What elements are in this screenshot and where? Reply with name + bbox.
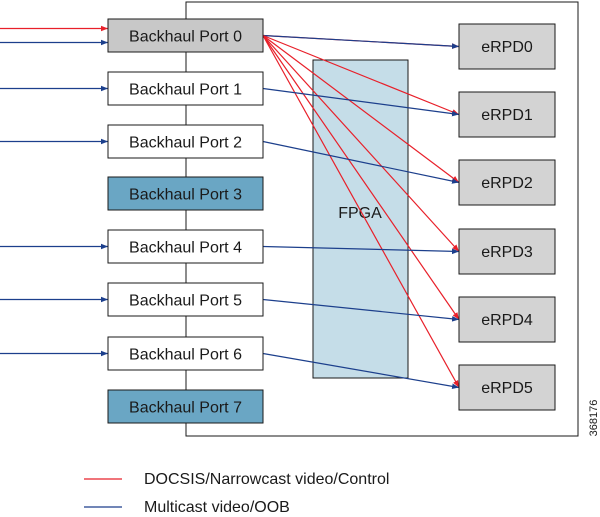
link-blue-port2-erpd2 [262, 140, 460, 184]
figure-id: 368176 [588, 400, 600, 437]
erpd-label: eRPD3 [481, 244, 533, 261]
erpd-1: eRPD1 [458, 91, 556, 138]
link-red-port0-erpd4 [262, 35, 460, 320]
link-red-port0-erpd1 [262, 34, 460, 116]
legend: DOCSIS/Narrowcast video/Control Multicas… [84, 471, 389, 516]
erpd-label: eRPD2 [481, 175, 533, 192]
port-label: Backhaul Port 7 [129, 400, 242, 417]
erpd-label: eRPD5 [481, 380, 533, 397]
backhaul-port-4: Backhaul Port 4 [107, 229, 264, 264]
erpd-label: eRPD4 [481, 312, 533, 329]
erpd-layer: eRPD0 eRPD1 eRPD2 eRPD3 eRPD4 eRPD5 [458, 23, 556, 411]
link-blue-port6-erpd5 [262, 352, 460, 390]
link-blue-port0-erpd0 [262, 34, 460, 49]
port-label: Backhaul Port 6 [129, 347, 242, 364]
link-blue-port4-erpd3 [262, 245, 460, 255]
link-red-port0-erpd3 [262, 35, 460, 252]
legend-label: DOCSIS/Narrowcast video/Control [144, 471, 389, 488]
legend-label: Multicast video/OOB [144, 499, 290, 516]
erpd-3: eRPD3 [458, 228, 556, 275]
inputs-layer [0, 25, 108, 357]
erpd-4: eRPD4 [458, 296, 556, 343]
link-blue-port5-erpd4 [262, 298, 460, 322]
link-red-port0-erpd2 [262, 35, 460, 183]
legend-item-blue: Multicast video/OOB [84, 499, 290, 516]
port-label: Backhaul Port 2 [129, 135, 242, 152]
backhaul-port-1: Backhaul Port 1 [107, 71, 264, 106]
port-label: Backhaul Port 3 [129, 187, 242, 204]
backhaul-port-3: Backhaul Port 3 [107, 176, 264, 211]
legend-item-red: DOCSIS/Narrowcast video/Control [84, 471, 389, 488]
port-label: Backhaul Port 4 [129, 240, 242, 257]
erpd-2: eRPD2 [458, 159, 556, 206]
port-label: Backhaul Port 5 [129, 293, 242, 310]
erpd-0: eRPD0 [458, 23, 556, 70]
ports-layer: Backhaul Port 0 Backhaul Port 1 Backhaul… [107, 18, 264, 424]
link-blue-port1-erpd1 [262, 87, 460, 117]
backhaul-port-0: Backhaul Port 0 [107, 18, 264, 53]
fpga-block: FPGA [312, 59, 409, 379]
erpd-label: eRPD1 [481, 107, 533, 124]
port-label: Backhaul Port 1 [129, 82, 242, 99]
erpd-5: eRPD5 [458, 364, 556, 411]
backhaul-port-2: Backhaul Port 2 [107, 124, 264, 159]
erpd-label: eRPD0 [481, 39, 533, 56]
backhaul-port-5: Backhaul Port 5 [107, 282, 264, 317]
port-label: Backhaul Port 0 [129, 29, 242, 46]
links-layer [185, 34, 460, 390]
backhaul-port-6: Backhaul Port 6 [107, 336, 264, 371]
link-red-port0-erpd5 [262, 35, 460, 388]
backhaul-port-7: Backhaul Port 7 [107, 389, 264, 424]
fpga-label: FPGA [338, 205, 382, 222]
